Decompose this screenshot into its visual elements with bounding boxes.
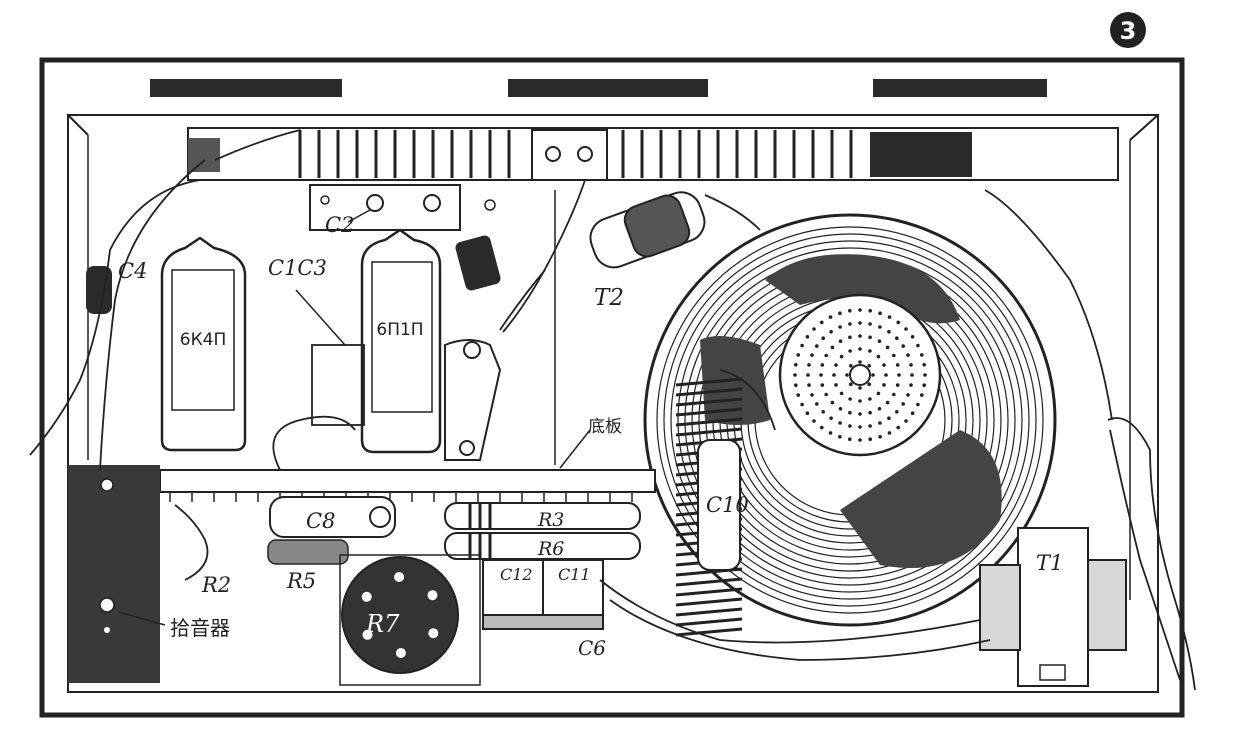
tube-6k4p: 6К4П xyxy=(160,236,247,452)
tube-6k4p-label: 6К4П xyxy=(180,330,226,350)
potentiometer-r7 xyxy=(339,554,481,686)
capacitor-c8 xyxy=(269,496,396,538)
tube-6p1p: 6П1П xyxy=(360,228,442,454)
t2-component xyxy=(589,191,706,269)
label-c1c3: C1C3 xyxy=(268,256,327,280)
label-chassis: 底板 xyxy=(588,417,622,437)
label-r2: R2 xyxy=(201,573,231,597)
rectifier-heatsink xyxy=(675,377,743,637)
label-c6: C6 xyxy=(578,636,606,660)
label-r6: R6 xyxy=(537,538,564,560)
resistor-r6 xyxy=(444,532,641,560)
transformer-bracket xyxy=(444,339,502,461)
label-c8: C8 xyxy=(306,509,335,533)
left-panel xyxy=(68,465,160,683)
resistor-r5 xyxy=(267,539,349,565)
label-c4: C4 xyxy=(118,259,147,283)
label-r3: R3 xyxy=(537,509,564,531)
t1-transformer xyxy=(979,527,1127,687)
label-c10: C10 xyxy=(706,493,749,517)
resistor-r3 xyxy=(444,502,641,530)
label-c12: C12 xyxy=(500,565,533,584)
label-c11: C11 xyxy=(558,565,591,584)
leader-lines xyxy=(117,209,591,626)
small-capacitor xyxy=(455,235,501,291)
c1c3-block xyxy=(295,289,365,426)
capacitor-c4 xyxy=(86,266,112,314)
label-pickup: 拾音器 xyxy=(170,616,230,640)
label-r5: R5 xyxy=(286,569,316,593)
label-t1: T1 xyxy=(1036,551,1063,575)
capacitor-c11-c12 xyxy=(482,559,604,630)
label-t2: T2 xyxy=(594,285,624,311)
label-r7: R7 xyxy=(365,610,400,638)
wiring xyxy=(29,129,1196,691)
tube-6p1p-label: 6П1П xyxy=(376,320,423,340)
label-c2: C2 xyxy=(325,213,354,237)
terminal-strip xyxy=(187,127,1119,181)
dial-slots xyxy=(150,79,1047,97)
figure-number: 3 xyxy=(1120,17,1137,45)
tag-board xyxy=(159,469,656,502)
labels: C2 C1C3 C4 T2 底板 C8 R3 R6 C10 C12 C11 C6… xyxy=(118,213,1063,660)
loudspeaker xyxy=(643,213,1057,627)
c2-bracket xyxy=(309,184,496,231)
figure-number-badge: 3 xyxy=(1110,12,1146,48)
